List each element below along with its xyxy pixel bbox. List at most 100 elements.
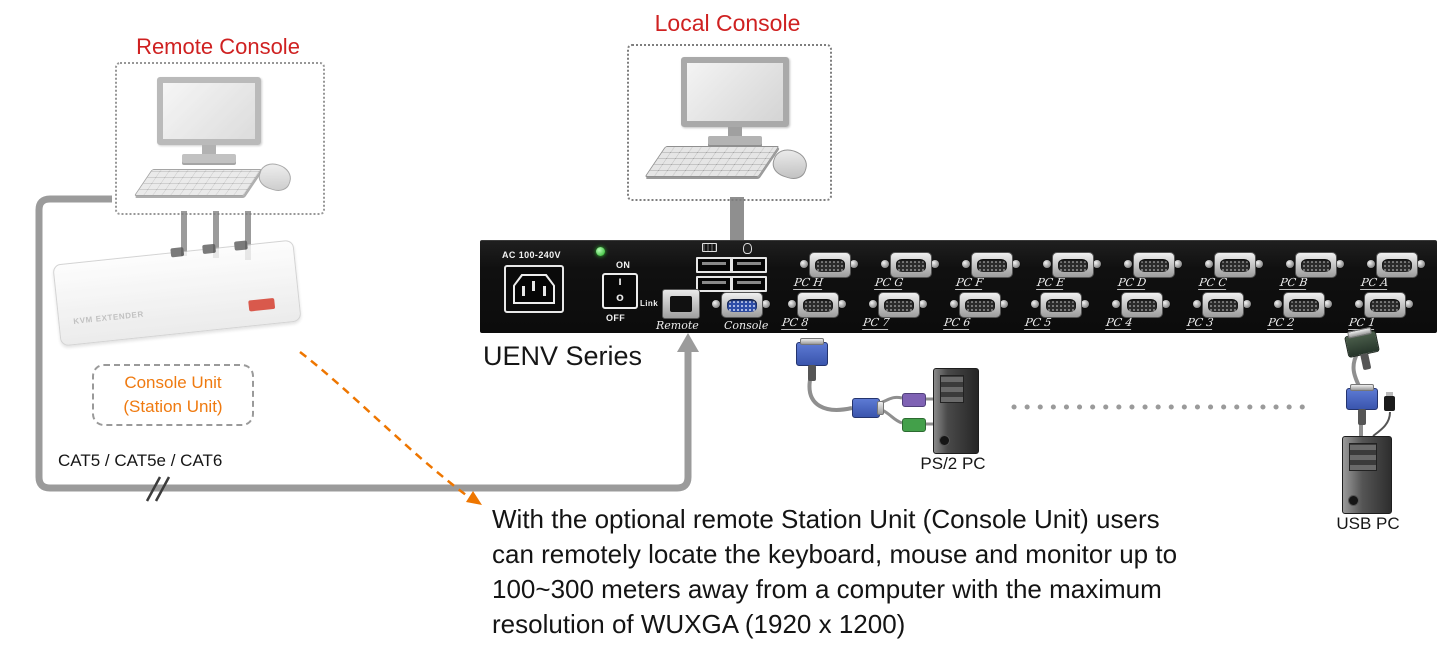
usb-section-icons [702,243,752,254]
usb-video-cable [1351,351,1362,389]
port-label: PC C [1198,276,1228,290]
vga-port-icon [1205,251,1263,278]
local-console-label: Local Console [654,10,801,36]
vga-port-icon [1043,251,1101,278]
port-label: PC H [793,276,824,290]
keyboard-icon [702,243,717,252]
monitor-icon [157,77,261,163]
orange-arrow-icon [299,351,471,500]
port-label: PC 4 [1105,316,1134,330]
vga-port-icon [1193,291,1251,318]
mouse-icon [743,243,752,254]
local-console-box [627,44,832,201]
power-inlet-cavity [515,276,553,302]
vga-port: PC 7 [862,291,927,331]
vga-port-icon [962,251,1020,278]
kvm-port-row-bottom: PC 8 PC 7 PC 6 [781,291,1413,331]
vga-port: PC H [793,251,858,291]
monitor-screen [681,57,789,127]
ps2-mouse-plug-icon [902,418,926,432]
keyboard-icon [133,169,263,196]
port-label: PC 5 [1024,316,1053,330]
link-led-label: Link [640,299,659,308]
usb-pc-tower [1342,436,1392,514]
power-inlet-outline [513,274,555,304]
port-label: PC F [955,276,984,290]
station-port-icon [170,247,185,258]
station-device-text: KVM EXTENDER [72,309,145,326]
usb-plug-icon [1384,392,1395,411]
vga-port: PC G [874,251,939,291]
kvm-switch-panel: AC 100-240V ON I O OFF Link Remote [480,240,1437,333]
monitor-neck [728,127,742,136]
usb-port-icon [731,276,767,292]
station-label-line1: Console Unit [124,373,222,392]
power-inlet-icon [504,265,564,313]
monitor-screen [157,77,261,145]
vga-port-icon [1286,251,1344,278]
brand-badge-icon [248,297,276,312]
rj45-port-icon [662,289,700,319]
vga-port: PC D [1117,251,1182,291]
usb-port-icon [696,276,732,292]
ps2-keyboard-plug-icon [902,393,926,407]
remote-console-box [115,62,325,215]
vga-port: PC C [1198,251,1263,291]
local-console-cable [730,197,744,242]
station-unit-label-box: Console Unit (Station Unit) [92,364,254,426]
cat5-cable [35,195,692,492]
switch-off-mark: O [616,294,624,304]
usb-pc-label: USB PC [1336,514,1400,533]
kvm-port-row-top: PC H PC G PC F [793,251,1425,291]
vga-port: PC 5 [1024,291,1089,331]
vga-port: PC F [955,251,1020,291]
vga-port-icon [869,291,927,318]
power-switch[interactable]: I O [602,273,638,309]
cat5-cable-label: CAT5 / CAT5e / CAT6 [58,451,223,470]
description-line-4: resolution of WUXGA (1920 x 1200) [492,609,906,639]
vga-port: PC 3 [1186,291,1251,331]
power-led-icon [596,247,605,256]
console-vga-port-icon [712,291,770,318]
ps2-pc-label: PS/2 PC [920,454,986,473]
monitor-base [182,154,236,163]
vga-port: PC 8 [781,291,846,331]
keyboard-icon [644,146,780,177]
usb-port-icon [731,257,767,273]
port-label: PC E [1036,276,1066,290]
port-label: PC 6 [943,316,972,330]
remote-port-label: Remote [656,319,699,332]
port-label: PC G [874,276,905,290]
vga-port-icon [1274,291,1332,318]
vga-port-icon [1124,251,1182,278]
port-label: PC 3 [1186,316,1215,330]
monitor-base [708,136,762,145]
vga-port: PC 6 [943,291,1008,331]
station-port-icon [233,240,248,251]
vga-port: PC 2 [1267,291,1332,331]
description-line-2: can remotely locate the keyboard, mouse … [492,539,1178,569]
port-label: PC 8 [781,316,810,330]
vga-plug-icon [796,338,828,381]
mouse-icon [255,159,295,195]
description-line-3: 100~300 meters away from a computer with… [492,574,1162,604]
vga-port-icon [950,291,1008,318]
vga-port: PC 1 [1348,291,1413,331]
arrow-up-icon [677,333,699,352]
station-label-line2: (Station Unit) [123,397,223,416]
series-label: UENV Series [483,341,643,371]
vga-port: PC A [1360,251,1425,291]
vga-plug-icon [1346,384,1378,425]
vga-port: PC E [1036,251,1101,291]
port-label: PC D [1117,276,1148,290]
on-label: ON [616,260,631,270]
vga-port-icon [800,251,858,278]
description-text: With the optional remote Station Unit (C… [492,502,1177,642]
description-line-1: With the optional remote Station Unit (C… [492,504,1160,534]
usb-plug-cable [1372,411,1391,437]
off-label: OFF [606,313,626,323]
vga-port-icon [881,251,939,278]
usb-port-icon [696,257,732,273]
orange-arrowhead-icon [466,491,482,505]
